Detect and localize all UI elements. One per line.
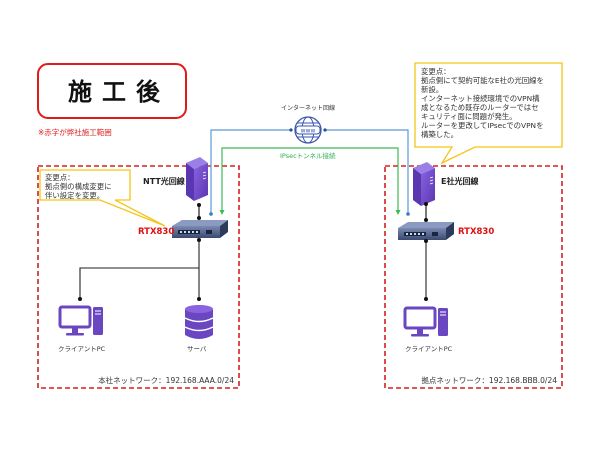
- hq-callout-line-1: 拠点側の構成変更に: [45, 182, 112, 191]
- hq-lan-wiring: [78, 238, 201, 301]
- branch-callout-line-2: 新設。: [421, 85, 443, 94]
- hq-client-pc-icon: [58, 305, 103, 336]
- hq-router-label: RTX830: [138, 227, 174, 237]
- branch-client-pc-icon: [403, 306, 448, 337]
- branch-callout-line-1: 拠点側にて契約可能なE社の光回線を: [421, 76, 544, 85]
- hq-network-boundary: [37, 165, 240, 389]
- title-box: 施工後: [37, 63, 187, 119]
- branch-router-icon: [398, 222, 454, 240]
- branch-line-label: E社光回線: [441, 176, 478, 186]
- branch-callout-line-3: インターネット接続環境でのVPN構: [421, 94, 540, 103]
- hq-callout-line-0: 変更点：: [45, 173, 75, 182]
- branch-callout-line-0: 変更点：: [421, 67, 451, 76]
- internet-connection: [209, 128, 410, 216]
- page-title: 施工後: [68, 78, 170, 106]
- ipsec-tunnel-label: IPsecトンネル接続: [280, 151, 336, 160]
- hq-line-label: NTT光回線: [143, 176, 185, 186]
- hq-onu-icon: [186, 157, 208, 201]
- hq-server-icon: [184, 305, 214, 339]
- branch-callout-line-5: キュリティ面に問題が発生。: [421, 112, 517, 121]
- branch-network-label: 拠点ネットワーク：192.168.BBB.0/24: [421, 375, 557, 385]
- hq-router-icon: [172, 220, 228, 238]
- branch-router-label: RTX830: [458, 227, 494, 237]
- hq-callout: 変更点： 拠点側の構成変更に 伴い設定を変更。: [39, 169, 166, 227]
- internet-globe-icon: www: [294, 116, 322, 144]
- branch-callout-line-4: 成となるため既存のルーターではセ: [421, 103, 539, 112]
- internet-label: インターネット回線: [281, 104, 335, 112]
- branch-lan-wiring: [424, 239, 428, 301]
- branch-callout: 変更点： 拠点側にて契約可能なE社の光回線を 新設。 インターネット接続環境での…: [414, 62, 563, 165]
- branch-callout-line-6: ルーターを更改してIPsecでのVPNを: [421, 121, 543, 130]
- branch-client-label: クライアントPC: [405, 345, 453, 353]
- hq-network-label: 本社ネットワーク：192.168.AAA.0/24: [98, 375, 234, 385]
- branch-onu-icon: [413, 162, 435, 206]
- hq-client-label: クライアントPC: [58, 345, 106, 353]
- hq-server-label: サーバ: [187, 345, 207, 353]
- branch-network-boundary: [384, 165, 563, 389]
- scope-note: ※赤字が弊社施工範囲: [38, 127, 112, 137]
- branch-callout-line-7: 構築した。: [421, 130, 458, 139]
- globe-www: www: [301, 128, 316, 135]
- ipsec-tunnel: IPsecトンネル接続: [219, 147, 401, 215]
- hq-callout-line-2: 伴い設定を変更。: [45, 191, 104, 200]
